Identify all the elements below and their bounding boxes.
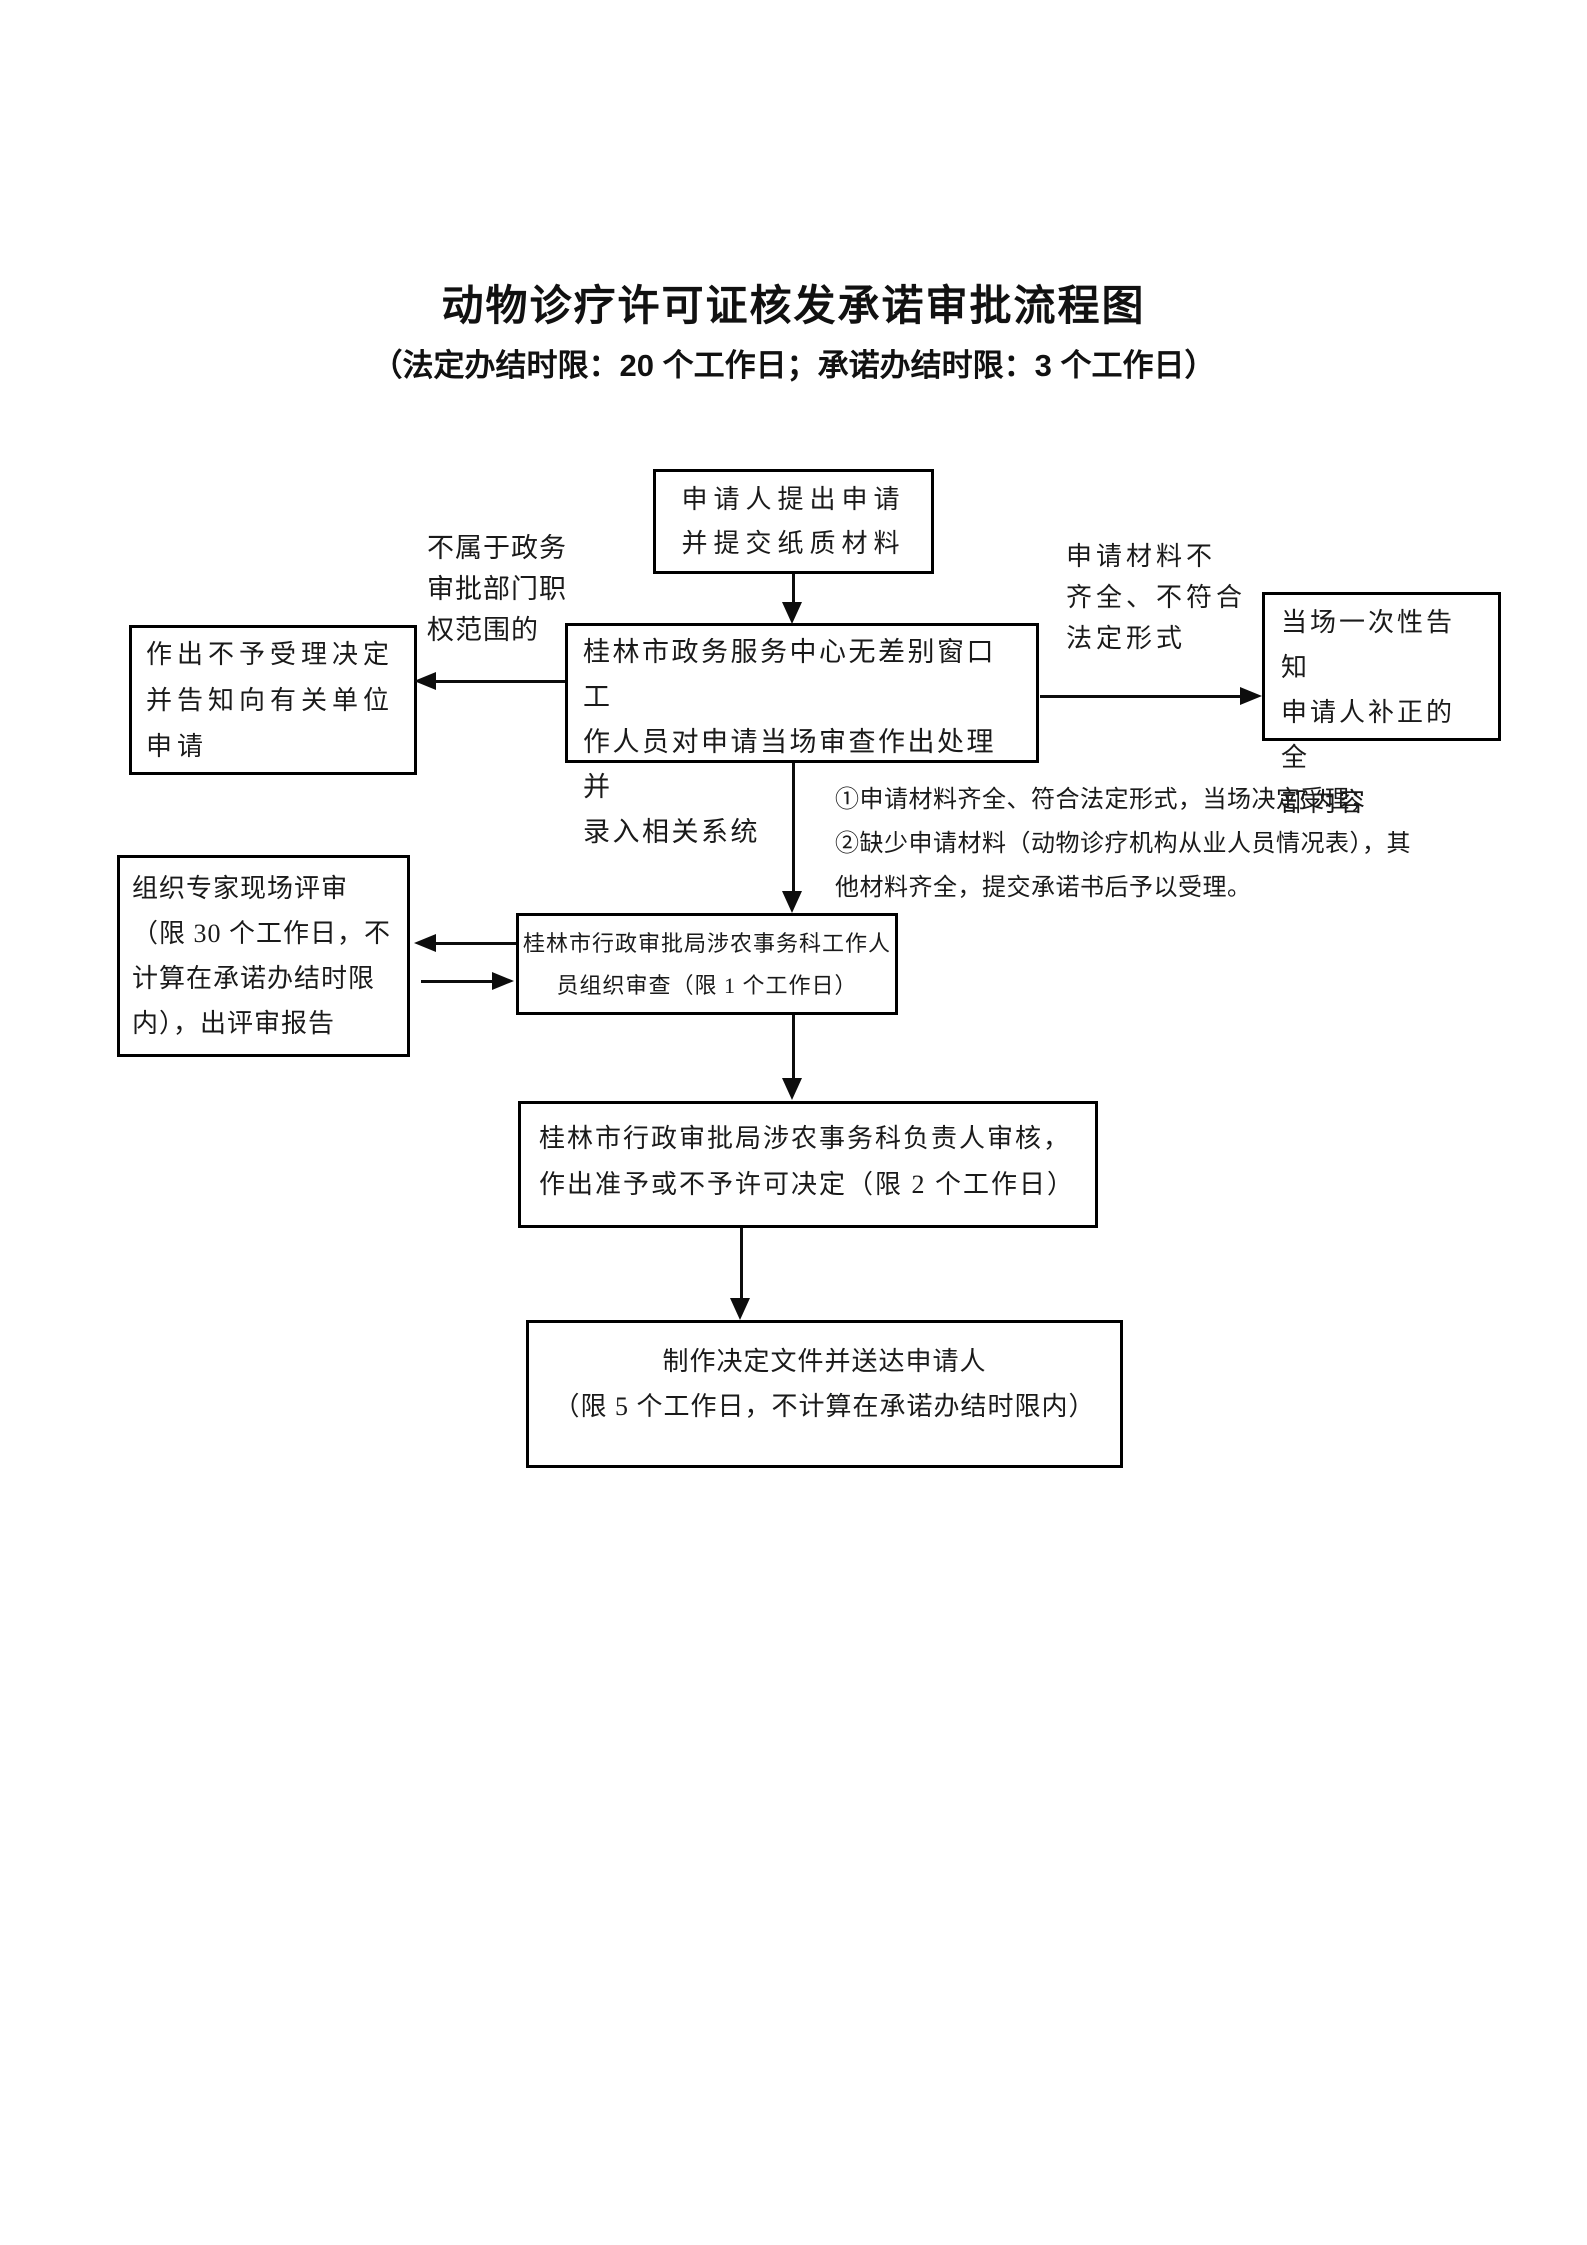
- node-organize-review-box: 桂林市行政审批局涉农事务科工作人 员组织审查（限 1 个工作日）: [516, 913, 898, 1015]
- node-expert-review-box: 组织专家现场评审 （限 30 个工作日，不 计算在承诺办结时限 内），出评审报告: [117, 855, 410, 1057]
- label-incomplete-materials: 申请材料不 齐全、不符合 法定形式: [1066, 542, 1247, 653]
- node-window-review-box: 桂林市政务服务中心无差别窗口工 作人员对申请当场审查作出处理并 录入相关系统: [565, 623, 1039, 847]
- node-applicant-box: 申请人提出申请 并提交纸质材料: [653, 469, 934, 574]
- note-acceptance-conditions: ①申请材料齐全、符合法定形式，当场决定受理； ②缺少申请材料（动物诊疗机构从业人…: [835, 787, 1411, 901]
- page-title: 动物诊疗许可证核发承诺审批流程图: [441, 282, 1146, 329]
- node-notify-correction-box: 当场一次性告知 申请人补正的全 部内容: [1262, 592, 1501, 817]
- node-deliver-box: 制作决定文件并送达申请人 （限 5 个工作日，不计算在承诺办结时限内）: [526, 1320, 1123, 1468]
- page-subtitle: （法定办结时限：20 个工作日；承诺办结时限：3 个工作日）: [371, 348, 1216, 383]
- node-reject-box: 作出不予受理决定 并告知向有关单位 申请: [129, 625, 417, 775]
- label-out-of-scope: 不属于政务 审批部门职 权范围的: [427, 533, 567, 645]
- node-leader-review-box: 桂林市行政审批局涉农事务科负责人审核， 作出准予或不予许可决定（限 2 个工作日…: [518, 1101, 1098, 1228]
